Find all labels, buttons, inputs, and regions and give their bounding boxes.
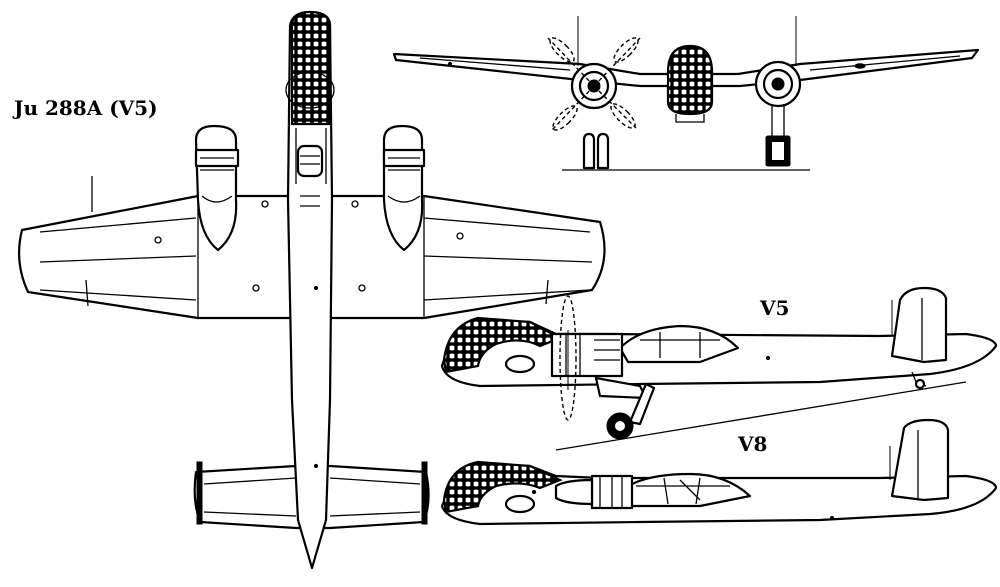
v5-canopy <box>618 324 740 364</box>
front-engine-left <box>547 16 641 131</box>
aircraft-title: Ju 288A (V5) <box>14 96 158 120</box>
plan-glazed-nose <box>290 10 332 126</box>
v5-tail-fin <box>890 286 948 364</box>
front-engine-right <box>754 16 802 108</box>
side-view-v8 <box>440 418 998 526</box>
front-landing-gear <box>582 104 791 170</box>
plan-engine-right <box>382 124 426 252</box>
v5-nose-glazing <box>442 316 563 374</box>
plan-engine-left <box>194 124 240 252</box>
plan-view <box>18 10 606 570</box>
front-fuselage <box>666 44 714 123</box>
v5-ground-line <box>555 381 967 451</box>
side-view-v5 <box>440 286 998 451</box>
front-view <box>392 16 980 171</box>
v8-canopy <box>618 472 752 508</box>
v8-label: V8 <box>738 432 768 456</box>
v8-tail-fin <box>890 418 950 502</box>
v5-label: V5 <box>760 296 790 320</box>
v8-nose-glazing <box>442 460 563 514</box>
